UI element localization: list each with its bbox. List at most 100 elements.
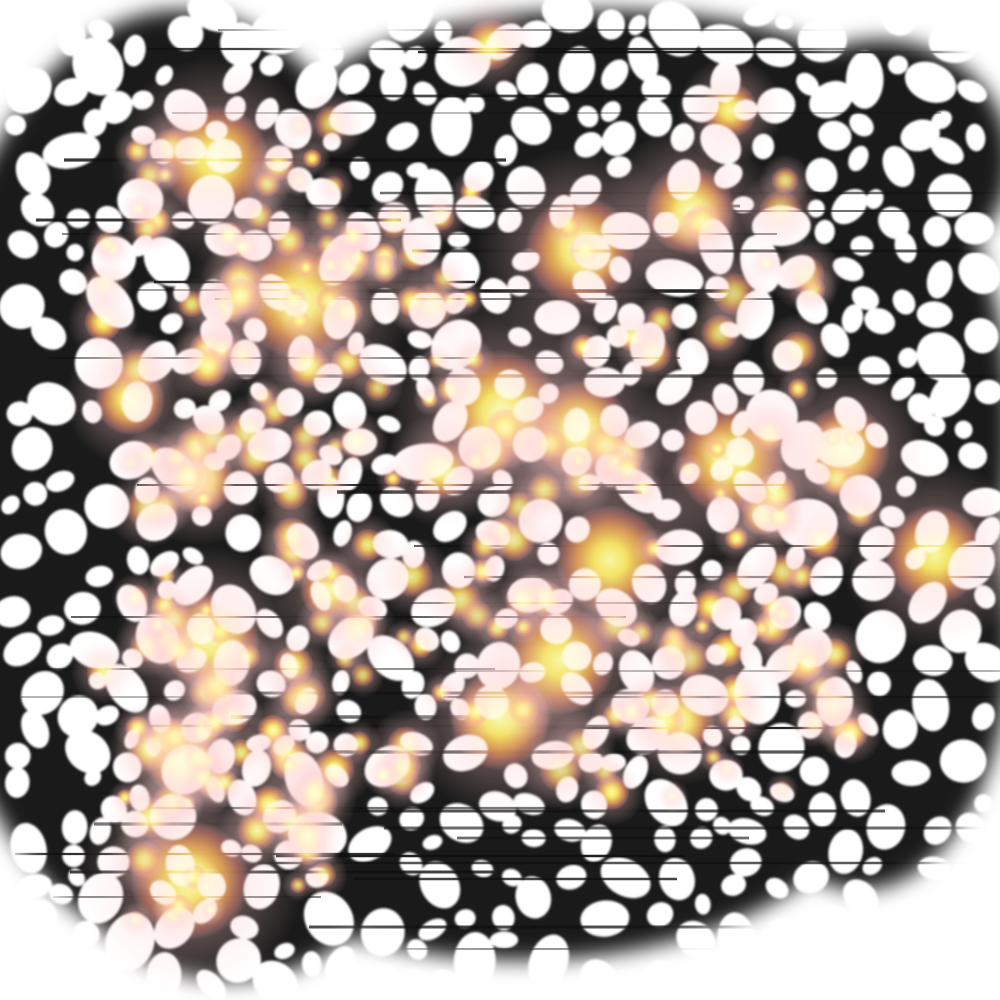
- fluorescent-spot: [563, 464, 599, 500]
- cell-lumen: [46, 643, 74, 670]
- cell-lumen: [849, 113, 874, 137]
- fluorescent-spot: [202, 901, 219, 918]
- fluorescent-spot: [162, 443, 191, 472]
- fluorescent-spot: [346, 246, 370, 270]
- fluorescent-spot: [527, 472, 562, 507]
- fluorescent-spot: [885, 505, 985, 605]
- cell-lumen: [958, 252, 1000, 295]
- fluorescent-spot: [272, 223, 306, 258]
- cell-lumen: [4, 742, 31, 769]
- fluorescent-spot: [316, 464, 343, 492]
- fluorescent-spot: [210, 769, 239, 797]
- cell-lumen: [66, 208, 91, 229]
- cell-lumen: [46, 470, 75, 493]
- fluorescent-spot: [116, 788, 134, 807]
- cell-lumen: [301, 951, 322, 978]
- cell-lumen: [694, 893, 711, 915]
- fluorescent-spot: [160, 105, 270, 215]
- cell-lumen: [187, 0, 238, 32]
- fluorescent-spot: [125, 138, 150, 163]
- cell-lumen: [16, 874, 53, 899]
- fluorescent-spot: [835, 716, 869, 750]
- fluorescent-spot: [290, 116, 309, 134]
- fluorescent-spot: [125, 485, 170, 530]
- fluorescent-spot: [631, 477, 654, 500]
- cell-lumen: [11, 426, 53, 471]
- fluorescent-spot: [290, 172, 308, 190]
- fluorescent-spot: [286, 345, 331, 389]
- cell-lumen: [698, 24, 755, 66]
- cell-lumen: [816, 946, 837, 972]
- fluorescent-spot: [350, 663, 375, 687]
- fluorescent-spot: [778, 330, 817, 370]
- cell-lumen: [4, 114, 27, 136]
- fluorescent-spot: [253, 170, 281, 198]
- fluorescent-spot: [717, 673, 753, 709]
- fluorescent-spot: [186, 345, 229, 388]
- fluorescent-spot: [316, 233, 339, 256]
- cell-lumen: [318, 41, 344, 67]
- fluorescent-spot: [513, 617, 533, 637]
- fluorescent-spot: [331, 295, 364, 328]
- fluorescent-spot: [86, 654, 121, 690]
- cell-lumen: [601, 120, 636, 157]
- fluorescent-spot: [602, 702, 628, 729]
- fluorescent-spot: [165, 893, 193, 920]
- cell-lumen: [862, 857, 883, 876]
- cell-lumen: [916, 331, 965, 382]
- cell-lumen: [123, 34, 146, 67]
- cell-lumen: [580, 824, 613, 863]
- fluorescent-spot: [351, 528, 385, 562]
- fluorescent-spot: [391, 555, 434, 598]
- fluorescent-spot: [764, 554, 800, 590]
- fluorescent-spot: [319, 561, 344, 586]
- fluorescent-spot: [288, 442, 322, 476]
- cell-lumen: [387, 0, 434, 42]
- fluorescent-spot: [313, 105, 350, 142]
- cell-lumen: [85, 565, 114, 588]
- fluorescent-spot: [470, 558, 495, 584]
- fluorescent-spot: [231, 235, 255, 259]
- fluorescent-spot: [773, 780, 791, 798]
- fluorescent-spot: [845, 499, 874, 528]
- fluorescent-spot: [506, 693, 540, 726]
- cell-lumen: [380, 66, 407, 101]
- cell-lumen: [891, 760, 931, 787]
- fluorescent-spot: [771, 603, 793, 625]
- fluorescent-spot: [504, 580, 542, 618]
- fluorescent-spot: [464, 449, 488, 473]
- cell-lumen: [544, 93, 570, 114]
- fluorescent-spot: [122, 584, 149, 611]
- cell-lumen: [774, 15, 794, 30]
- cell-lumen: [453, 932, 496, 991]
- cell-lumen: [57, 695, 99, 738]
- cell-lumen: [841, 304, 864, 334]
- fluorescent-spot: [188, 763, 218, 792]
- cell-lumen: [299, 0, 336, 29]
- cell-lumen: [912, 679, 950, 732]
- cell-lumen: [939, 739, 987, 783]
- cell-lumen: [24, 899, 58, 937]
- cell-lumen: [845, 50, 884, 109]
- cell-lumen: [927, 173, 972, 218]
- cell-lumen: [66, 243, 84, 262]
- fluorescent-spot: [372, 258, 398, 284]
- fluorescent-spot: [339, 424, 374, 459]
- cell-lumen: [63, 948, 114, 999]
- fluorescent-spot: [459, 180, 482, 203]
- cell-lumen: [627, 36, 659, 82]
- fluorescent-spot: [785, 254, 826, 294]
- fluorescent-spot: [249, 784, 289, 824]
- fluorescent-spot: [120, 453, 140, 473]
- fluorescent-spot: [842, 430, 860, 447]
- fluorescent-spot: [296, 258, 316, 278]
- cell-lumen: [167, 15, 204, 51]
- cell-lumen: [0, 283, 45, 330]
- fluorescent-spot: [193, 489, 214, 509]
- cell-lumen: [65, 730, 111, 774]
- cell-lumen: [554, 818, 586, 842]
- cell-lumen: [72, 37, 124, 96]
- cell-lumen: [743, 4, 776, 27]
